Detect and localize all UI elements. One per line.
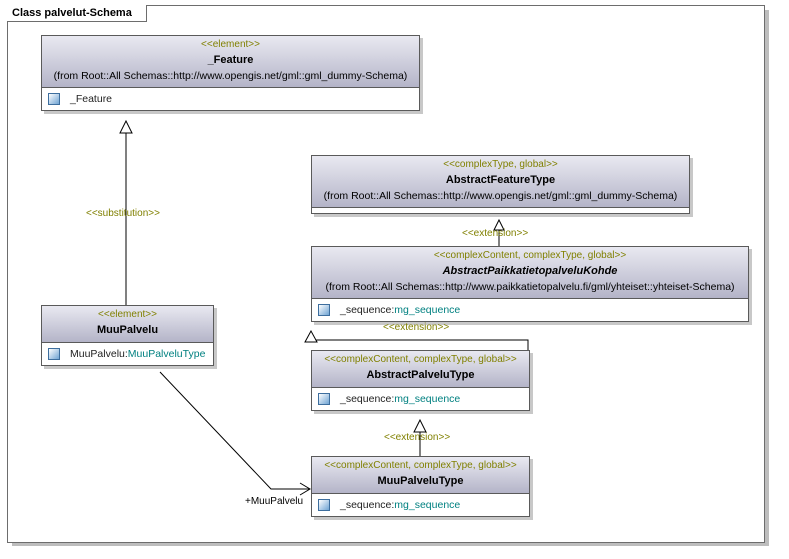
attribute-icon [318, 393, 330, 405]
muupalvelu-attribute-name: MuuPalvelu: [70, 348, 128, 360]
paikkatieto-stereotype: <<complexContent, complexType, global>> [433, 250, 627, 261]
feature-header: <<element>> _Feature (from Root::All Sch… [42, 36, 419, 88]
attribute-icon [318, 304, 330, 316]
paikkatieto-box[interactable]: <<complexContent, complexType, global>> … [311, 246, 749, 322]
extension-arrowhead-3 [413, 418, 427, 433]
paikkatieto-header: <<complexContent, complexType, global>> … [312, 247, 748, 299]
muupalvelu-attribute-type: MuuPalveluType [127, 348, 206, 360]
muupalvelu-type-header: <<complexContent, complexType, global>> … [312, 457, 529, 494]
muupalvelu-type-name: MuuPalveluType [377, 475, 464, 487]
muupalvelu-attribute[interactable]: MuuPalvelu: MuuPalveluType [48, 347, 207, 361]
abstract-palvelu-type-name: AbstractPalveluType [366, 369, 475, 381]
feature-from: (from Root::All Schemas::http://www.open… [53, 70, 408, 82]
muupalvelu-type-box[interactable]: <<complexContent, complexType, global>> … [311, 456, 530, 517]
feature-attribute-name: _Feature [70, 93, 113, 105]
feature-stereotype: <<element>> [201, 39, 260, 50]
abstract-palvelu-type-stereotype: <<complexContent, complexType, global>> [324, 354, 517, 365]
frame-shadow-bottom [12, 542, 769, 546]
abstract-palvelu-type-attribute[interactable]: _sequence: mg_sequence [318, 392, 523, 406]
muupalvelu-box[interactable]: <<element>> MuuPalvelu MuuPalvelu: MuuPa… [41, 305, 214, 366]
association-connector[interactable] [159, 371, 310, 490]
muupalvelu-type-attribute[interactable]: _sequence: mg_sequence [318, 498, 523, 512]
feature-box[interactable]: <<element>> _Feature (from Root::All Sch… [41, 35, 420, 111]
paikkatieto-from: (from Root::All Schemas::http://www.paik… [325, 281, 735, 293]
substitution-label: <<substitution>> [86, 208, 160, 219]
frame-shadow-right [764, 10, 769, 546]
extension-label-2: <<extension>> [383, 322, 450, 333]
abstract-feature-type-header: <<complexType, global>> AbstractFeatureT… [312, 156, 689, 207]
muupalvelu-type-attribute-type: mg_sequence [394, 499, 461, 511]
paikkatieto-attribute-name: _sequence: [340, 304, 395, 316]
extension-arrowhead-2 [304, 329, 318, 343]
abstract-palvelu-type-attributes: _sequence: mg_sequence [312, 388, 529, 410]
feature-attribute[interactable]: _Feature [48, 92, 413, 106]
muupalvelu-type-attribute-name: _sequence: [340, 499, 395, 511]
extension-label-3: <<extension>> [384, 432, 451, 443]
muupalvelu-header: <<element>> MuuPalvelu [42, 306, 213, 343]
extension-connector-2[interactable] [310, 339, 529, 350]
muupalvelu-name: MuuPalvelu [96, 324, 159, 336]
abstract-palvelu-type-box[interactable]: <<complexContent, complexType, global>> … [311, 350, 530, 411]
paikkatieto-attribute[interactable]: _sequence: mg_sequence [318, 303, 742, 317]
diagram-title-text: Class palvelut-Schema [12, 7, 132, 19]
abstract-feature-type-name: AbstractFeatureType [445, 174, 556, 186]
extension-arrowhead-1 [493, 218, 505, 231]
association-arrowhead [299, 482, 311, 496]
abstract-palvelu-type-attribute-type: mg_sequence [394, 393, 461, 405]
muupalvelu-stereotype: <<element>> [98, 309, 157, 320]
attribute-icon [48, 93, 60, 105]
paikkatieto-attribute-type: mg_sequence [394, 304, 461, 316]
abstract-palvelu-type-attribute-name: _sequence: [340, 393, 395, 405]
attribute-icon [318, 499, 330, 511]
feature-attributes: _Feature [42, 88, 419, 110]
extension-label-1: <<extension>> [462, 228, 529, 239]
feature-name: _Feature [207, 54, 254, 66]
abstract-feature-type-box[interactable]: <<complexType, global>> AbstractFeatureT… [311, 155, 690, 214]
abstract-palvelu-type-header: <<complexContent, complexType, global>> … [312, 351, 529, 388]
muupalvelu-attributes: MuuPalvelu: MuuPalveluType [42, 343, 213, 365]
association-role-label: +MuuPalvelu [245, 496, 304, 507]
attribute-icon [48, 348, 60, 360]
muupalvelu-type-stereotype: <<complexContent, complexType, global>> [324, 460, 517, 471]
abstract-feature-type-from: (from Root::All Schemas::http://www.open… [323, 190, 678, 202]
abstract-feature-type-attributes [312, 207, 689, 213]
paikkatieto-name: AbstractPaikkatietopalveluKohde [442, 265, 618, 277]
paikkatieto-attributes: _sequence: mg_sequence [312, 299, 748, 321]
diagram-title: Class palvelut-Schema [7, 5, 147, 22]
abstract-feature-type-stereotype: <<complexType, global>> [443, 159, 558, 170]
muupalvelu-type-attributes: _sequence: mg_sequence [312, 494, 529, 516]
substitution-arrowhead [119, 119, 133, 134]
